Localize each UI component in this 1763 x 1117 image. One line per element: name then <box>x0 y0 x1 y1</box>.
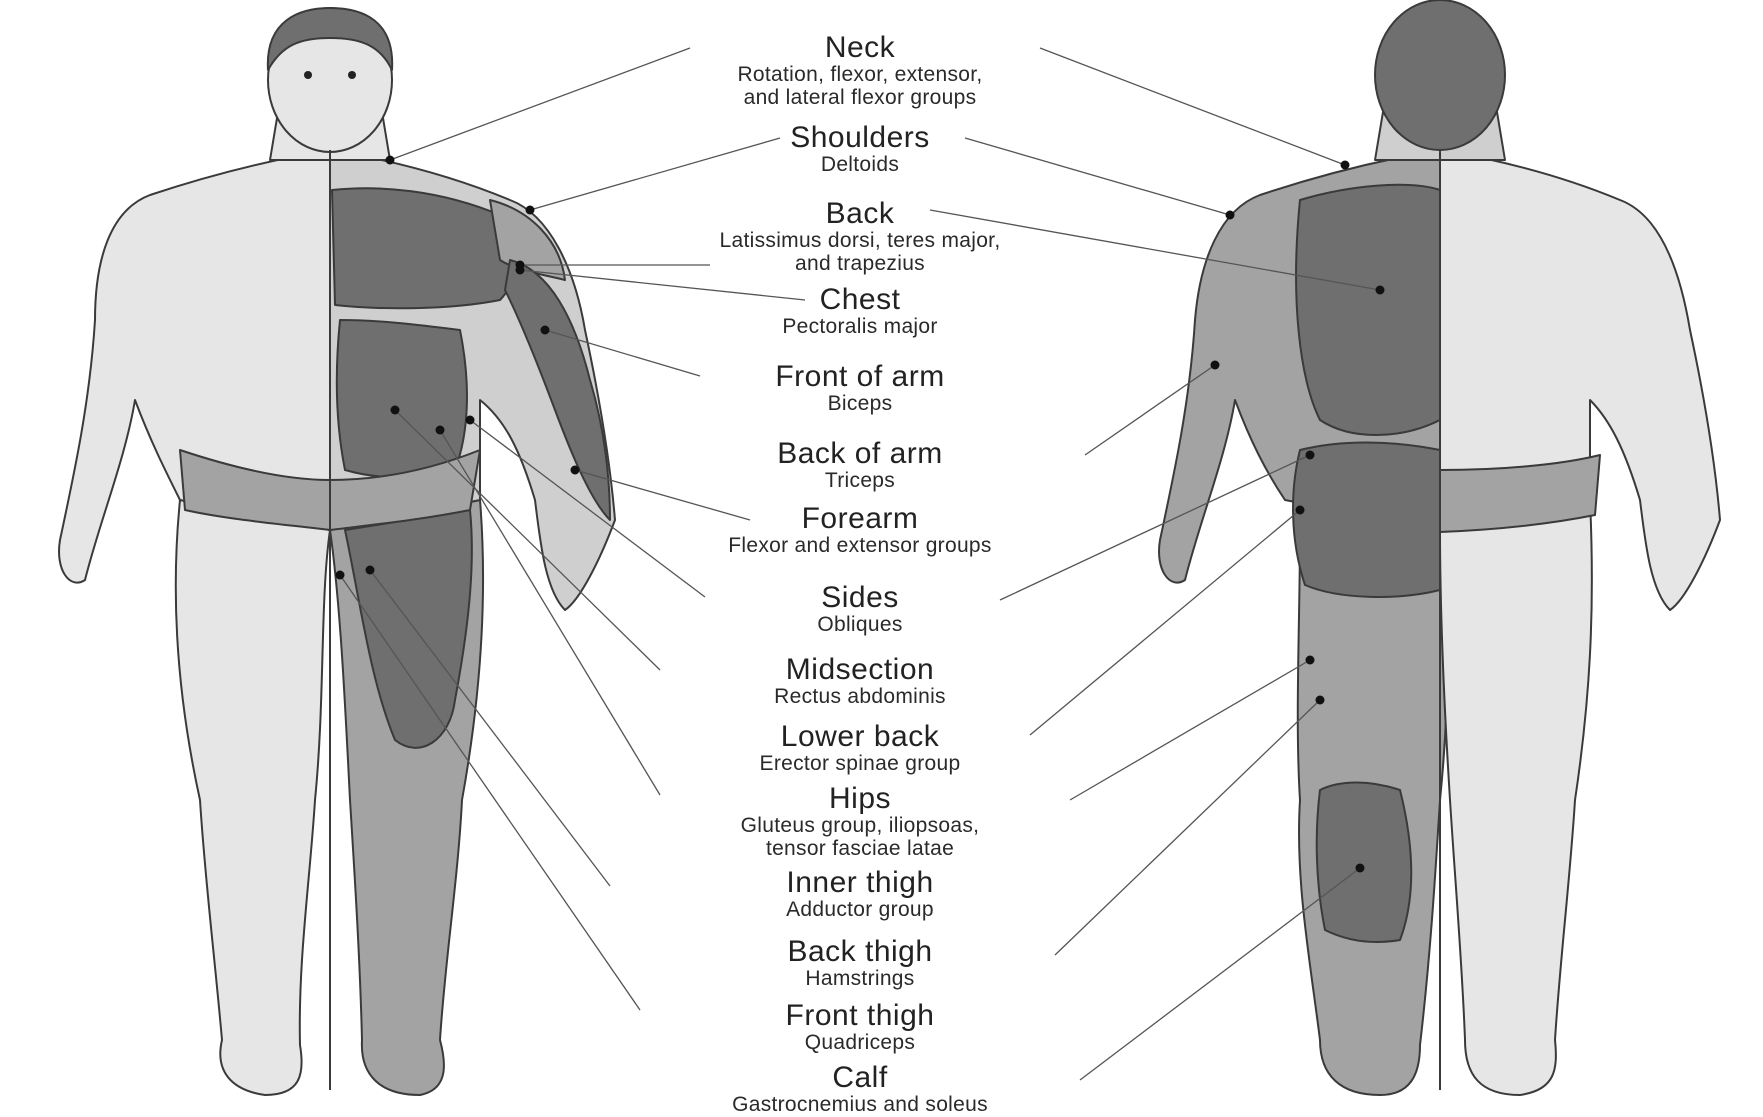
label-title: Shoulders <box>600 122 1120 154</box>
label-sides: Sides Obliques <box>600 582 1120 637</box>
muscle-marker-dot <box>436 426 445 435</box>
label-description: Triceps <box>600 470 1120 493</box>
label-lower-back: Lower back Erector spinae group <box>600 721 1120 776</box>
label-title: Inner thigh <box>600 867 1120 899</box>
muscle-marker-dot <box>466 416 475 425</box>
label-title: Back of arm <box>600 438 1120 470</box>
muscle-marker-dot <box>366 566 375 575</box>
label-description: Rectus abdominis <box>600 686 1120 709</box>
label-hips: Hips Gluteus group, iliopsoas, tensor fa… <box>600 783 1120 861</box>
label-description: and trapezius <box>600 253 1120 276</box>
muscle-marker-dot <box>1306 451 1315 460</box>
label-description: Obliques <box>600 614 1120 637</box>
label-description: Flexor and extensor groups <box>600 535 1120 558</box>
label-back: Back Latissimus dorsi, teres major, and … <box>600 198 1120 276</box>
muscle-marker-dot <box>386 156 395 165</box>
muscle-marker-dot <box>1316 696 1325 705</box>
front-eye-left <box>304 71 312 79</box>
label-description: Rotation, flexor, extensor, <box>600 64 1120 87</box>
muscle-marker-dot <box>391 406 400 415</box>
label-forearm: Forearm Flexor and extensor groups <box>600 503 1120 558</box>
label-title: Forearm <box>600 503 1120 535</box>
muscle-marker-dot <box>1341 161 1350 170</box>
muscle-marker-dot <box>516 266 525 275</box>
label-front-of-arm: Front of arm Biceps <box>600 361 1120 416</box>
front-eye-right <box>348 71 356 79</box>
label-title: Back <box>600 198 1120 230</box>
front-figure <box>59 8 615 1095</box>
back-figure <box>1159 0 1720 1095</box>
label-description: Latissimus dorsi, teres major, <box>600 230 1120 253</box>
muscle-marker-dot <box>1296 506 1305 515</box>
muscle-marker-dot <box>1356 864 1365 873</box>
label-description: Hamstrings <box>600 968 1120 991</box>
label-description: Adductor group <box>600 899 1120 922</box>
back-head <box>1375 0 1505 150</box>
front-left-leg <box>176 500 330 1095</box>
muscle-marker-dot <box>526 206 535 215</box>
muscle-marker-dot <box>1211 361 1220 370</box>
label-description: Gluteus group, iliopsoas, <box>600 815 1120 838</box>
label-title: Neck <box>600 32 1120 64</box>
label-description: and lateral flexor groups <box>600 87 1120 110</box>
label-title: Lower back <box>600 721 1120 753</box>
muscle-marker-dot <box>1306 656 1315 665</box>
label-title: Hips <box>600 783 1120 815</box>
label-chest: Chest Pectoralis major <box>600 284 1120 339</box>
label-description: Biceps <box>600 393 1120 416</box>
muscle-marker-dot <box>1376 286 1385 295</box>
label-title: Chest <box>600 284 1120 316</box>
muscle-marker-dot <box>1226 211 1235 220</box>
label-neck: Neck Rotation, flexor, extensor, and lat… <box>600 32 1120 110</box>
back-glute-muscle <box>1293 443 1440 597</box>
label-description: Erector spinae group <box>600 753 1120 776</box>
label-front-thigh: Front thigh Quadriceps <box>600 1000 1120 1055</box>
label-title: Back thigh <box>600 936 1120 968</box>
muscle-marker-dot <box>336 571 345 580</box>
label-description: Quadriceps <box>600 1032 1120 1055</box>
label-description: tensor fasciae latae <box>600 838 1120 861</box>
muscle-marker-dot <box>541 326 550 335</box>
label-inner-thigh: Inner thigh Adductor group <box>600 867 1120 922</box>
label-back-thigh: Back thigh Hamstrings <box>600 936 1120 991</box>
front-abs-muscle <box>337 320 467 478</box>
back-calf-muscle <box>1317 783 1412 942</box>
label-description: Pectoralis major <box>600 316 1120 339</box>
label-title: Front of arm <box>600 361 1120 393</box>
label-title: Calf <box>600 1062 1120 1094</box>
label-title: Front thigh <box>600 1000 1120 1032</box>
back-lats-muscle <box>1296 185 1440 435</box>
muscle-marker-dot <box>571 466 580 475</box>
label-back-of-arm: Back of arm Triceps <box>600 438 1120 493</box>
label-shoulders: Shoulders Deltoids <box>600 122 1120 177</box>
label-calf: Calf Gastrocnemius and soleus <box>600 1062 1120 1117</box>
label-title: Sides <box>600 582 1120 614</box>
label-midsection: Midsection Rectus abdominis <box>600 654 1120 709</box>
label-title: Midsection <box>600 654 1120 686</box>
back-right-leg <box>1440 500 1592 1095</box>
label-description: Deltoids <box>600 154 1120 177</box>
